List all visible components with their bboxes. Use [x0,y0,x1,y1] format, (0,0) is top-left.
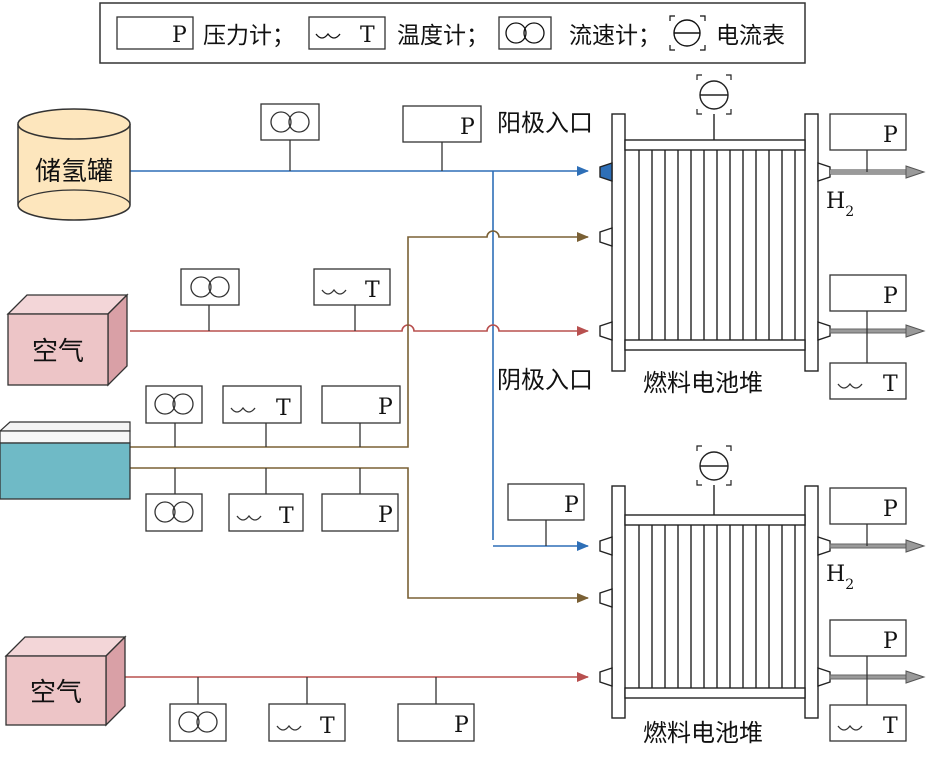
stack-1-top-rail [624,139,806,151]
pressure-gauge-stack-2-h2: P [829,487,907,546]
stack-2-outputs [829,539,926,684]
ammeter-2 [696,445,732,515]
legend-ammeter-icon [669,15,706,51]
anode-inlet-label: 阳极入口 [497,109,593,137]
temperature-symbol: T [320,714,335,739]
pressure-gauge-stack-2-cathode: P [829,619,907,677]
stack-1-outputs [829,165,926,338]
stack-1-label: 燃料电池堆 [643,369,763,397]
pressure-symbol: P [460,115,475,140]
stack-1-left-plate [611,113,626,372]
legend-temperature-icon [308,16,386,50]
stack-2-outlet-gauges: P P T [829,487,907,742]
stack-2-cells [638,525,796,688]
legend: P 压力计； T 温度计； 流速计； 电流表 [99,2,806,64]
legend-pressure-label: 压力计； [203,23,295,49]
stack-1-outlet-top [817,162,831,182]
stack-1-outlet-gauges: P P T [829,113,907,400]
coolant-line-1 [130,230,589,448]
fuel-cell-stack-1 [599,74,831,372]
flow-meter-hydrogen [260,103,320,171]
gauges: P T T P [145,103,585,742]
cathode-inlet-label: 阴极入口 [497,366,593,394]
pressure-symbol: P [883,123,898,148]
legend-ammeter-label: 电流表 [716,23,785,49]
temperature-gauge-coolant-2: T [228,468,304,532]
stack-2-left-plate [611,485,626,719]
legend-pressure-icon [116,16,194,50]
coolant-line-2 [130,467,589,603]
pressure-symbol: P [564,493,579,518]
hydrogen-tank-label: 储氢罐 [35,157,113,187]
temperature-symbol: T [883,714,898,739]
stack-1-cathode-inlet [599,321,613,341]
pressure-symbol: P [454,713,469,738]
legend-flow-label: 流速计； [569,23,661,49]
pressure-gauge-coolant-2: P [321,468,399,532]
stack-1-cells [638,150,796,340]
pressure-gauge-hydrogen-branch: P [507,483,585,546]
fuel-cell-stack-2 [599,445,831,719]
stack-2-outlet-top [817,536,831,556]
stack-2-bottom-rail [624,687,806,699]
stack-1-bottom-rail [624,339,806,351]
flow-meter-coolant-2 [145,468,203,532]
ammeter-1 [696,74,732,140]
stack-2-cathode-inlet [599,667,613,687]
pressure-symbol: P [883,629,898,654]
pressure-gauge-air-2: P [397,677,475,742]
hydrogen-tank: 储氢罐 [17,108,131,221]
air-box-1: 空气 [6,293,129,387]
stack-1-anode-inlet [599,162,613,182]
stack-2-anode-inlet [599,536,613,556]
flow-meter-coolant-1 [145,385,203,447]
pressure-symbol: P [378,395,393,420]
legend-flow-icon [498,16,552,50]
h2-outlet-label-1: H2 [826,189,854,220]
air-box-1-label: 空气 [32,337,84,367]
coolant-tank [0,421,131,500]
flow-meter-air-1 [180,268,240,331]
temperature-gauge-stack-1-cathode: T [829,331,907,400]
temperature-symbol: T [883,372,898,397]
temperature-gauge-air-2: T [268,677,346,742]
stack-1-outlet-bottom [817,321,831,341]
pressure-symbol: P [883,284,898,309]
stack-2-right-plate [804,485,819,719]
pressure-symbol: P [378,503,393,528]
air-line-1 [130,324,589,336]
legend-pressure-symbol: P [172,23,187,48]
temperature-symbol: T [276,396,291,421]
temperature-gauge-stack-2-cathode: T [829,677,907,742]
stack-2-label: 燃料电池堆 [643,719,763,747]
legend-temperature-label: 温度计； [397,23,489,49]
air-box-2-label: 空气 [30,678,82,708]
temperature-symbol: T [279,504,294,529]
pipes [125,166,589,682]
pressure-gauge-stack-1-cathode: P [829,274,907,331]
flow-meter-air-2 [169,677,227,742]
legend-flow-circle-left [505,22,527,44]
pressure-symbol: P [883,497,898,522]
air-box-2: 空气 [4,635,127,727]
temperature-gauge-air-1: T [313,268,391,331]
h2-outlet-label-2: H2 [826,562,854,593]
pressure-gauge-stack-1-h2: P [829,113,907,172]
pressure-gauge-coolant-1: P [321,385,401,447]
temperature-gauge-coolant-1: T [222,385,302,447]
legend-thermo-wave-icon [315,32,341,39]
temperature-symbol: T [365,278,380,303]
stack-1-right-plate [804,113,819,372]
stack-2-outlet-bottom [817,667,831,687]
stack-1-coolant-inlet [599,227,613,247]
pressure-gauge-hydrogen: P [402,105,482,171]
legend-temperature-symbol: T [360,23,375,48]
legend-flow-circle-right [523,22,545,44]
stack-2-top-rail [624,514,806,526]
stack-2-coolant-inlet [599,588,613,608]
